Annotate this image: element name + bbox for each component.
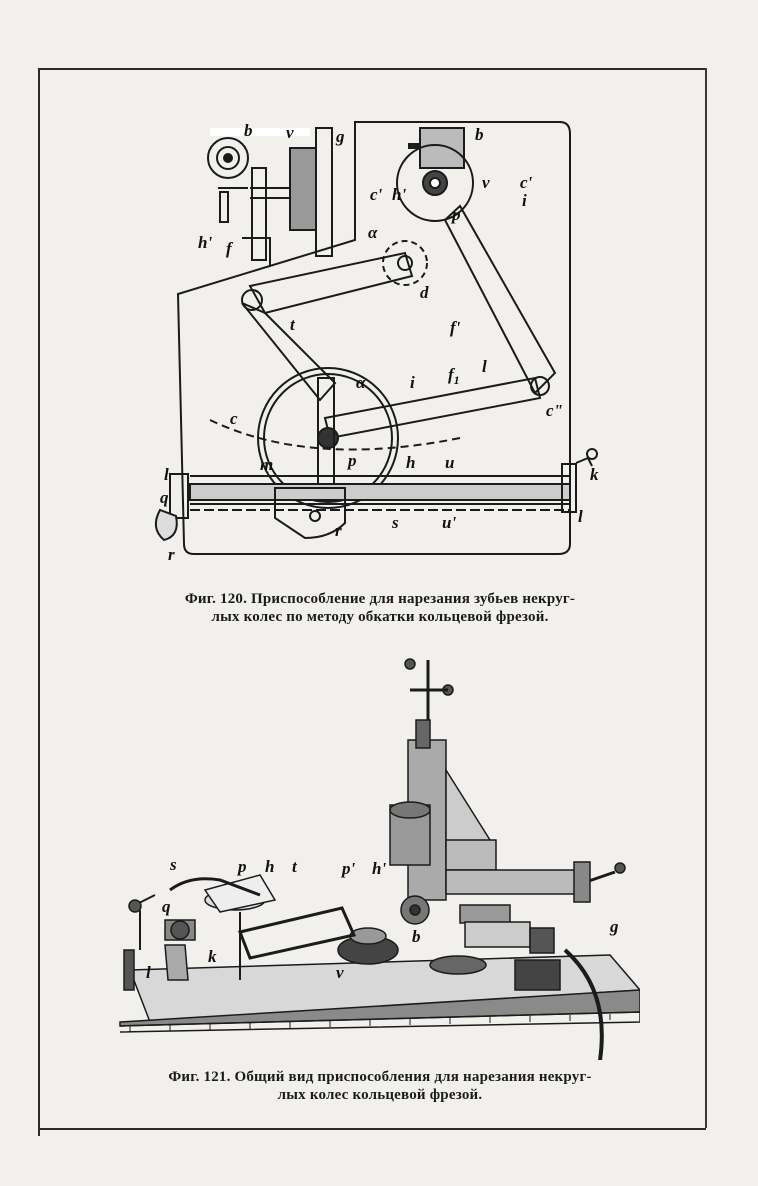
- label-l-mid: l: [482, 357, 487, 376]
- bracket-left: [170, 474, 188, 518]
- figure-121-caption-line2: лых колес кольцевой фрезой.: [90, 1086, 670, 1104]
- page-frame-left: [38, 68, 40, 1136]
- label-l-right: l: [578, 507, 583, 526]
- label-p-top: p: [450, 205, 461, 224]
- label-h: h: [406, 453, 415, 472]
- label-s: s: [391, 513, 399, 532]
- label-r: r: [335, 521, 342, 540]
- label-h-prime-small: h': [198, 233, 212, 252]
- block-right: [465, 922, 530, 947]
- label-h-prime: h': [392, 185, 406, 204]
- label-u-prime: u': [442, 513, 456, 532]
- figure-120-drawing: b v g h' f b c' h' v c' i p α d t f' f1 …: [130, 108, 610, 568]
- label-p: p: [346, 451, 357, 470]
- label-alpha: α: [356, 373, 366, 392]
- label-m: m: [260, 455, 273, 474]
- label-g-small: g: [335, 127, 345, 146]
- link-f-prime: [445, 206, 555, 393]
- label-b: b: [475, 125, 484, 144]
- figure-121-drawing: s p h t p' h' q k l b v g: [110, 650, 640, 1060]
- label-u: u: [445, 453, 454, 472]
- label-k-121: k: [208, 947, 217, 966]
- label-s-121: s: [169, 855, 177, 874]
- label-p-121: p: [236, 857, 247, 876]
- dark-block: [515, 960, 560, 990]
- label-b-small: b: [244, 121, 253, 140]
- label-alpha-top: α: [368, 223, 378, 242]
- frame-t: [240, 908, 354, 958]
- label-i: i: [410, 373, 415, 392]
- figure-120-caption-line1: Фиг. 120. Приспособление для нарезания з…: [100, 590, 660, 608]
- link-t: [250, 253, 412, 313]
- label-g-121: g: [609, 917, 619, 936]
- screw-rail-u: [190, 484, 570, 500]
- horizontal-slide: [446, 870, 586, 894]
- figure-120-caption-line2: лых колес по методу обкатки кольцевой фр…: [100, 608, 660, 626]
- label-h-prime-121: h': [372, 859, 386, 878]
- label-f-prime: f': [450, 318, 461, 337]
- label-t: t: [290, 315, 296, 334]
- cutter-b: [420, 128, 464, 168]
- label-c-prime-right: c': [520, 173, 533, 192]
- label-i-top: i: [522, 191, 527, 210]
- figure-121-caption-line1: Фиг. 121. Общий вид приспособления для н…: [90, 1068, 670, 1086]
- figure-121-caption: Фиг. 121. Общий вид приспособления для н…: [90, 1068, 670, 1104]
- label-f1: f1: [448, 365, 460, 387]
- label-d: d: [420, 283, 429, 302]
- label-f-small: f: [226, 239, 234, 258]
- label-q-121: q: [162, 897, 171, 916]
- label-c: c: [230, 409, 238, 428]
- figure-120-caption: Фиг. 120. Приспособление для нарезания з…: [100, 590, 660, 626]
- label-l-121: l: [146, 963, 151, 982]
- label-c-prime-left: c': [370, 185, 383, 204]
- label-k: k: [590, 465, 599, 484]
- label-p-prime-121: p': [340, 859, 356, 878]
- label-r-left: r: [168, 545, 175, 564]
- label-l-left: l: [164, 465, 169, 484]
- label-q: q: [160, 488, 169, 507]
- page-frame-bottom: [38, 1128, 706, 1130]
- label-v: v: [482, 173, 490, 192]
- label-c-double-prime: c": [546, 401, 563, 420]
- label-h-121: h: [265, 857, 274, 876]
- label-v-small: v: [286, 123, 294, 142]
- page-frame-top: [38, 68, 706, 70]
- page-frame-right: [705, 68, 707, 1128]
- label-v-121: v: [336, 963, 344, 982]
- label-b-121: b: [412, 927, 421, 946]
- label-t-121: t: [292, 857, 298, 876]
